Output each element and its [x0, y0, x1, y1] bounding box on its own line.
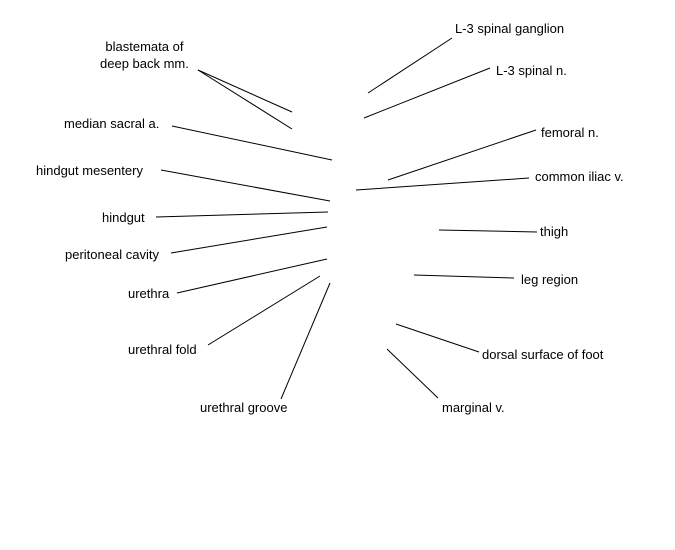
label-thigh: thigh [540, 224, 569, 239]
leader-line-hindgut [155, 211, 329, 218]
label-peritoneal-cavity: peritoneal cavity [65, 247, 159, 262]
leader-line-femoral-n [387, 129, 537, 181]
leader-line-l3-spinal-ganglion [367, 37, 453, 94]
leader-line-urethral-fold [207, 275, 321, 346]
leader-line-common-iliac-v [355, 177, 530, 191]
label-femoral-n: femoral n. [541, 125, 599, 140]
label-marginal-v: marginal v. [442, 400, 505, 415]
label-common-iliac-v: common iliac v. [535, 169, 624, 184]
label-hindgut-mesentery: hindgut mesentery [36, 163, 143, 178]
leader-line-peritoneal-cavity [170, 226, 328, 254]
leader-line-median-sacral-a [171, 125, 333, 161]
label-urethral-fold: urethral fold [128, 342, 197, 357]
label-median-sacral-a: median sacral a. [64, 116, 160, 131]
leader-line-thigh [438, 229, 538, 233]
leader-line-leg-region [413, 274, 515, 279]
label-l3-spinal-ganglion: L-3 spinal ganglion [455, 21, 565, 36]
label-dorsal-surface-of-foot: dorsal surface of foot [482, 347, 604, 362]
label-blastemata-deep-back-mm: blastemata of deep back mm. [100, 39, 189, 71]
label-urethra: urethra [128, 286, 170, 301]
leader-line-hindgut-mesentery [160, 169, 331, 202]
label-urethral-groove: urethral groove [200, 400, 288, 415]
leader-line-urethra [176, 258, 328, 294]
leader-line-blastemata-lower [197, 69, 293, 130]
label-hindgut: hindgut [102, 210, 145, 225]
leader-line-l3-spinal-n [363, 67, 491, 119]
leader-line-dorsal-surface-foot [395, 323, 480, 353]
label-leg-region: leg region [521, 272, 579, 287]
leader-line-marginal-v [386, 348, 439, 399]
label-l3-spinal-n: L-3 spinal n. [496, 63, 567, 78]
leader-line-blastemata-upper [197, 69, 293, 113]
leader-line-urethral-groove [280, 282, 331, 400]
